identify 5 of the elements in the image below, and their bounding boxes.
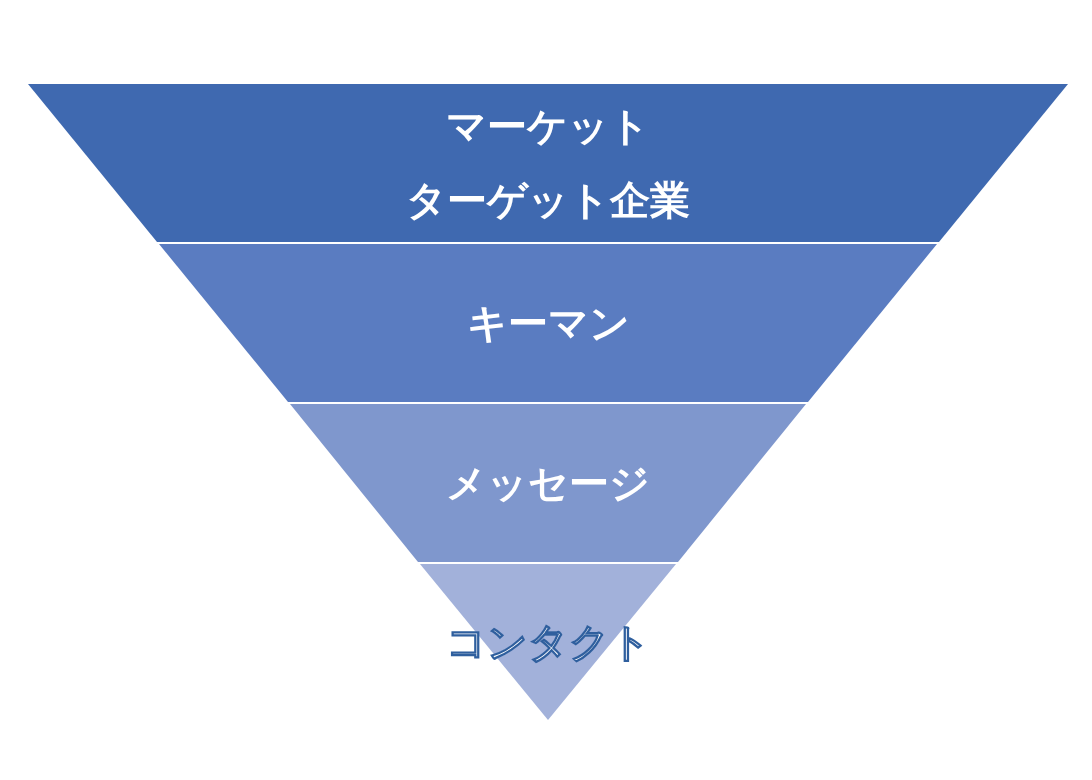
band-label: マーケット — [446, 102, 650, 151]
band-label: メッセージ — [446, 459, 650, 508]
band-label: ターゲット企業 — [406, 176, 690, 225]
band-label: キーマン — [466, 299, 630, 348]
band-label: コンタクト — [445, 618, 651, 667]
